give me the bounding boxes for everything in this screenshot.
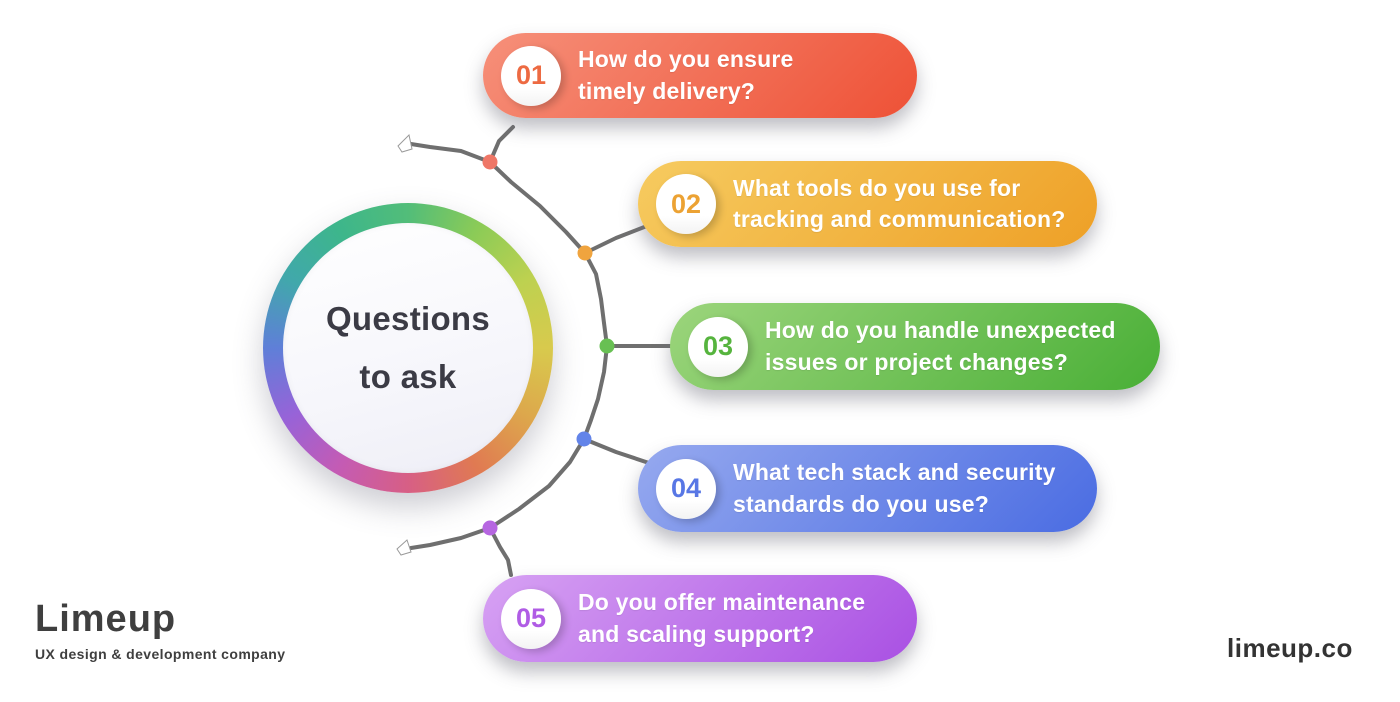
connector-dot-4 [576, 431, 592, 447]
pill-number: 05 [515, 603, 547, 633]
connector-dot-5 [482, 520, 498, 536]
tick-arrow-bottom [396, 539, 412, 556]
connector-spine [488, 125, 609, 577]
pill-number: 01 [515, 60, 547, 90]
pill-question: How do you ensure timely delivery? [578, 46, 794, 104]
brand-tagline: UX design & development company [35, 645, 286, 662]
pill-question: How do you handle unexpected issues or p… [765, 317, 1116, 375]
pill-number-circle: 03 [688, 316, 748, 377]
pill-number: 02 [670, 188, 702, 219]
website-url: limeup.co [1227, 633, 1353, 663]
question-pill-04: 04 What tech stack and security standard… [638, 445, 1097, 532]
center-circle-inner: Questions to ask [283, 223, 533, 473]
brand-logo-text: Limeup [35, 598, 177, 640]
connector-branch-4 [582, 437, 654, 466]
pill-question: What tech stack and security standards d… [733, 459, 1056, 517]
connector-branch-2 [583, 222, 654, 255]
connector-dot-1 [482, 154, 498, 170]
pill-number-circle: 04 [656, 458, 716, 519]
center-title: Questions to ask [325, 300, 491, 395]
pill-question: What tools do you use for tracking and c… [733, 174, 1066, 232]
question-pill-02: 02 What tools do you use for tracking an… [638, 161, 1097, 247]
connector-branch-5 [409, 526, 492, 550]
pill-number: 04 [670, 473, 702, 503]
pill-number-circle: 01 [501, 45, 561, 106]
question-pill-03: 03 How do you handle unexpected issues o… [670, 303, 1160, 390]
center-circle: Questions to ask [263, 203, 553, 493]
brand-logo: Limeup UX design & development company [35, 598, 285, 662]
pill-question: Do you offer maintenance and scaling sup… [578, 589, 866, 647]
pill-number-circle: 02 [656, 174, 716, 234]
pill-number: 03 [702, 331, 734, 361]
connector-branch-1 [409, 142, 492, 164]
connector-dot-3 [599, 338, 615, 354]
pill-number-circle: 05 [501, 588, 561, 649]
question-pill-01: 01 How do you ensure timely delivery? [483, 33, 917, 118]
tick-arrow-top [397, 133, 413, 153]
question-pill-05: 05 Do you offer maintenance and scaling … [483, 575, 917, 662]
connector-dot-2 [577, 245, 593, 261]
